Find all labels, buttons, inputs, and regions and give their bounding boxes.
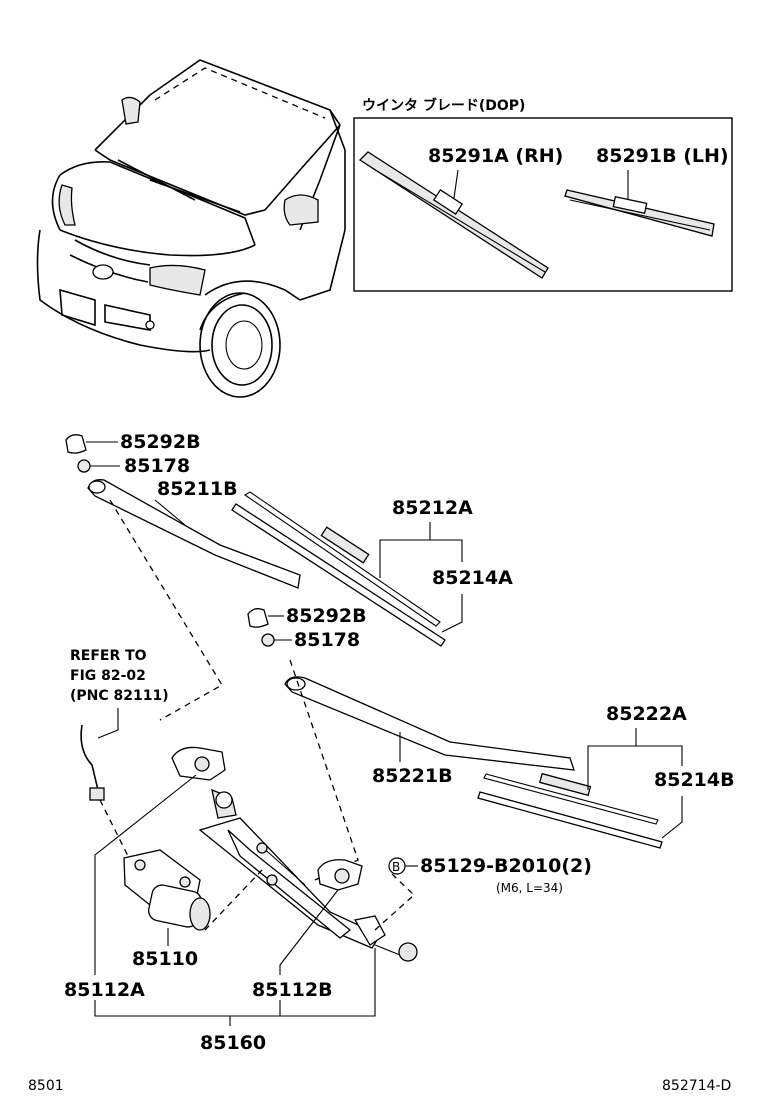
cap-85292B-1 [65, 434, 87, 454]
label-85211B: 85211B [157, 478, 238, 500]
inset-title: ウインタ ブレード(DOP) [362, 97, 525, 114]
wire-harness [80, 724, 99, 791]
bolt-marker-letter: B [392, 860, 400, 874]
winter-blade-rh [358, 151, 549, 279]
label-85112A: 85112A [64, 979, 145, 1001]
label-85292B-1: 85292B [120, 431, 201, 453]
wiper-motor-85110 [123, 849, 211, 931]
bolt-spec: (M6, L=34) [496, 881, 563, 895]
label-85129: 85129-B2010(2) [420, 855, 592, 877]
refer-line1: REFER TO [70, 648, 147, 664]
bolt-85129: B 85129-B2010(2) (M6, L=34) [374, 855, 592, 931]
label-85212A: 85212A [392, 497, 473, 519]
label-85160: 85160 [200, 1032, 266, 1054]
winter-blade-inset: ウインタ ブレード(DOP) 85291A (RH) 85291B (LH) [353, 97, 733, 292]
leader-85291A [453, 169, 459, 199]
label-85222A: 85222A [606, 703, 687, 725]
label-85110: 85110 [132, 948, 198, 970]
footer-right-code: 852714-D [662, 1078, 731, 1094]
wiper-blade-85222A [477, 791, 663, 849]
label-85112B: 85112B [252, 979, 333, 1001]
label-85214B: 85214B [654, 769, 735, 791]
cap-85292B-2 [247, 608, 269, 628]
nut-85178-1 [77, 459, 91, 473]
label-85178-2: 85178 [294, 629, 360, 651]
refer-line3: (PNC 82111) [70, 688, 169, 704]
label-85291B-lh: 85291B (LH) [596, 145, 729, 167]
label-85291A-rh: 85291A (RH) [428, 145, 563, 167]
nut-85178-2 [261, 633, 275, 647]
upper-wiper-group: 85292B 85178 85211B 85212A 85214A [65, 431, 513, 721]
label-85221B: 85221B [372, 765, 453, 787]
wiper-blade-85212A [231, 503, 446, 647]
label-85214A: 85214A [432, 567, 513, 589]
car-illustration [36, 59, 346, 398]
refer-note: REFER TO FIG 82-02 (PNC 82111) [70, 648, 169, 861]
inset-frame [353, 117, 733, 292]
wiper-linkage-85112: 85110 [123, 746, 418, 970]
wiper-arm-85221B [284, 676, 575, 771]
label-85178-1: 85178 [124, 455, 190, 477]
winter-blade-lh [564, 189, 715, 237]
label-85292B-2: 85292B [286, 605, 367, 627]
footer-left-code: 8501 [28, 1078, 64, 1094]
lower-wiper-group: 85292B 85178 85221B 85222A 85214B [247, 605, 735, 881]
refer-line2: FIG 82-02 [70, 668, 146, 684]
assembly-leaders: 85112A 85112B 85160 [64, 774, 376, 1054]
